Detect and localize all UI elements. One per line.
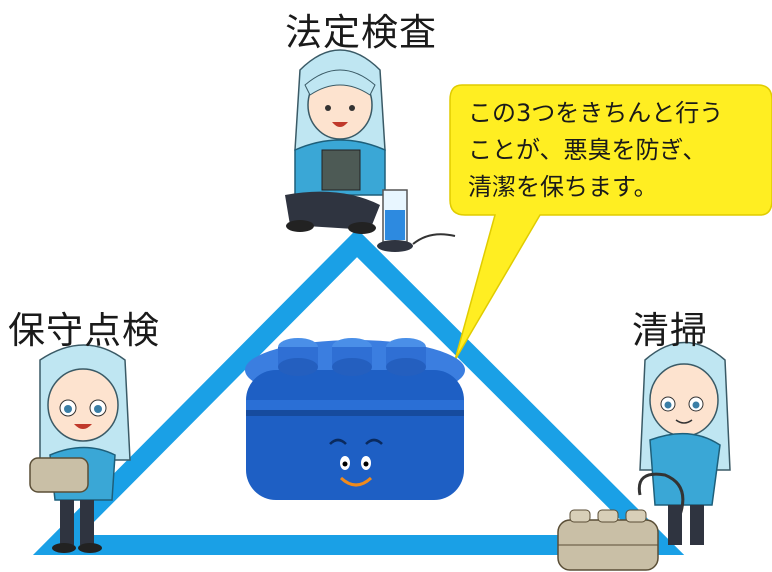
character-cleaning-icon	[637, 341, 731, 545]
bubble-line-3: 清潔を保ちます。	[468, 173, 658, 201]
speech-bubble	[449, 84, 772, 361]
label-legal-inspection: 法定検査	[285, 11, 437, 54]
triangle-cycle	[32, 228, 685, 555]
bubble-line-1: この3つをきちんと行う	[468, 99, 724, 127]
bubble-line-2: ことが、悪臭を防ぎ、	[468, 136, 707, 164]
small-septic-tank-icon	[557, 509, 659, 571]
bubble-text: この3つをきちんと行う ことが、悪臭を防ぎ、 清潔を保ちます。	[468, 95, 768, 206]
label-cleaning: 清掃	[632, 309, 708, 352]
character-inspector-icon	[285, 49, 386, 234]
septic-tank-icon	[245, 338, 465, 500]
water-sample-cup-icon	[377, 189, 456, 252]
label-maintenance: 保守点検	[8, 309, 160, 352]
character-maintenance-icon	[29, 344, 131, 553]
